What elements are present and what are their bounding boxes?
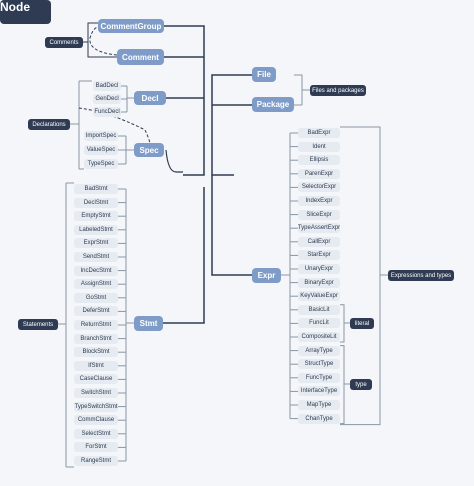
package-node: Package <box>252 97 294 112</box>
expr-item: CompositeLit <box>298 332 340 342</box>
edge-expr <box>211 175 252 276</box>
stmt-item: BlockStmt <box>74 347 118 358</box>
comment-node: Comment <box>117 49 164 65</box>
expr-node: Expr <box>252 268 281 283</box>
expr-item: TypeAssertExpr <box>297 223 341 234</box>
expr-item: BinaryExpr <box>298 277 340 288</box>
stmt-item: LabeledStmt <box>74 224 118 235</box>
stmt-item: AssignStmt <box>74 279 118 290</box>
expr-item: StructType <box>298 359 340 370</box>
stmt-item: SwitchStmt <box>74 388 118 398</box>
stmt-item: ForStmt <box>74 442 118 453</box>
stmt-item: TypeSwitchStmt <box>74 401 118 412</box>
expr-item: BadExpr <box>298 128 340 138</box>
statements-tag: Statements <box>18 319 58 330</box>
expr-item: BasicLit <box>298 304 340 315</box>
spec-node: Spec <box>134 143 164 157</box>
node-root: Node <box>0 0 51 24</box>
literal-bracket <box>340 304 345 343</box>
expr-item: FuncLit <box>298 318 340 329</box>
stmt-item: RangeStmt <box>74 456 118 466</box>
expr-item: InterfaceType <box>298 386 340 397</box>
expr-item: ChanType <box>298 413 340 424</box>
expr-item: CallExpr <box>298 236 340 247</box>
stmt-item: BadStmt <box>74 184 118 194</box>
expressions-bracket <box>340 126 381 426</box>
expr-item: ParenExpr <box>298 168 340 179</box>
files-and-packages-tag: Files and packages <box>310 85 366 96</box>
files-bracket <box>294 74 303 105</box>
stmt-item: IncDecStmt <box>74 265 118 276</box>
type-tag: type <box>350 379 372 390</box>
stmt-item: DeferStmt <box>74 306 118 317</box>
expr-item: FuncType <box>298 372 340 383</box>
stmt-item: GoStmt <box>74 292 118 303</box>
expr-item: StarExpr <box>298 250 340 261</box>
expr-item: ArrayType <box>298 345 340 356</box>
stmt-item: CommClause <box>74 415 118 426</box>
spec-item: ValueSpec <box>84 145 118 155</box>
stmt-item: EmptyStmt <box>74 211 118 222</box>
expr-item: MapType <box>298 400 340 410</box>
tag-comments-b <box>87 42 117 58</box>
stmt-node: Stmt <box>134 316 163 331</box>
stmt-item: CaseClause <box>74 374 118 385</box>
expr-item: KeyValueExpr <box>298 291 340 302</box>
comments-tag: Comments <box>45 37 83 48</box>
expr-item: Ellipsis <box>298 155 340 166</box>
stmt-item: ExprStmt <box>74 238 118 249</box>
edge-stmt <box>163 187 205 324</box>
expr-item: UnaryExpr <box>298 264 340 274</box>
expr-item: SliceExpr <box>298 209 340 220</box>
tag-comments-a <box>83 22 98 43</box>
edge-spec <box>165 149 183 173</box>
stmt-item: SendStmt <box>74 252 118 262</box>
edge-file <box>211 74 252 176</box>
edge-commentgroup <box>164 25 205 176</box>
comment-group-node: CommentGroup <box>98 19 164 33</box>
decl-item: BadDecl <box>93 81 121 91</box>
expr-item: Ident <box>298 141 340 152</box>
stmt-item: DeclStmt <box>74 197 118 208</box>
stmt-item: ReturnStmt <box>74 320 118 330</box>
type-bracket <box>340 345 345 425</box>
spec-item: ImportSpec <box>84 131 118 141</box>
stmt-item: BranchStmt <box>74 333 118 344</box>
decl-item: GenDecl <box>93 94 121 104</box>
literal-tag: literal <box>350 318 374 329</box>
spec-item: TypeSpec <box>84 159 118 169</box>
declarations-tag: Declarations <box>28 119 70 130</box>
expressions-and-types-tag: Expressions and types <box>388 270 454 281</box>
comment-dashed <box>89 26 118 56</box>
file-node: File <box>252 67 276 82</box>
decl-item: FuncDecl <box>93 107 121 117</box>
stmt-item: IfStmt <box>74 360 118 371</box>
expr-item: IndexExpr <box>298 196 340 206</box>
stmt-item: SelectStmt <box>74 428 118 439</box>
decl-node: Decl <box>134 91 166 105</box>
expr-item: SelectorExpr <box>298 182 340 193</box>
